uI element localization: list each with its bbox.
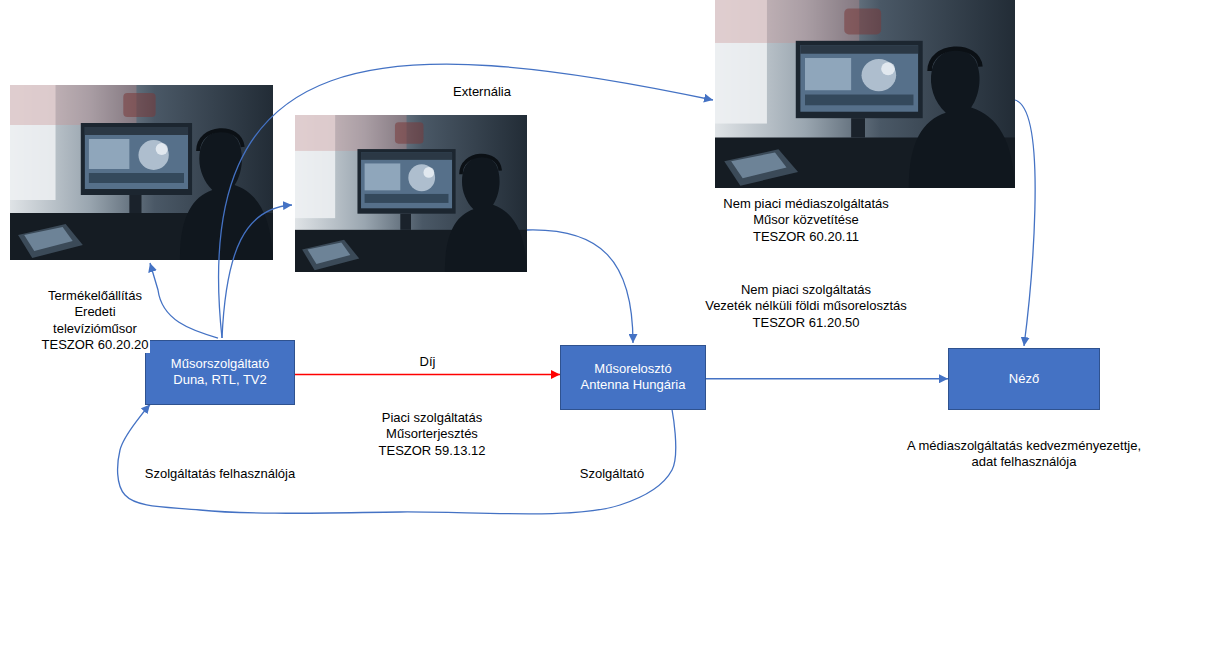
node-text: Műsorelosztó Antenna Hungária [581,361,686,394]
photo-production [10,85,273,260]
distribution-arrow [706,378,948,379]
service-return-arrow [118,405,676,514]
node-text: Műsorszolgáltató Duna, RTL, TV2 [171,356,269,389]
media-service-label: Nem piaci médiaszolgáltatás Műsor közvet… [721,196,890,245]
payment-arrow [295,374,560,376]
photo-illustrations [10,0,1015,272]
viewer-box: Néző [948,348,1100,410]
photo-media-service [715,0,1015,188]
photo-broadcast [295,115,527,272]
production-label: Termékelőállítás Eredeti televízióműsor … [40,288,151,353]
illustration-arrows [150,64,1035,346]
node-text: Néző [1009,371,1039,387]
beneficiary-label: A médiaszolgáltatás kedvezményezettje, a… [905,438,1143,471]
role-label: Szolgáltatás felhasználója [143,466,297,482]
market-service-label: Piaci szolgáltatás Műsorterjesztés TESZO… [377,410,488,459]
distribution-label: Nem piaci szolgáltatás Vezeték nélküli f… [703,282,909,331]
distribution-arrow [527,230,633,343]
broadcaster-box: Műsorszolgáltató Duna, RTL, TV2 [145,340,295,405]
broadcast-arrow [222,205,292,338]
role-label: Szolgáltató [578,466,646,482]
externality-arrow [219,64,713,338]
viewing-arrow [1015,100,1035,346]
production-arrow [150,263,218,338]
edge-label: Díj [418,354,438,370]
distributor-box: Műsorelosztó Antenna Hungária [560,345,706,410]
externality-label: Externália [451,84,513,100]
